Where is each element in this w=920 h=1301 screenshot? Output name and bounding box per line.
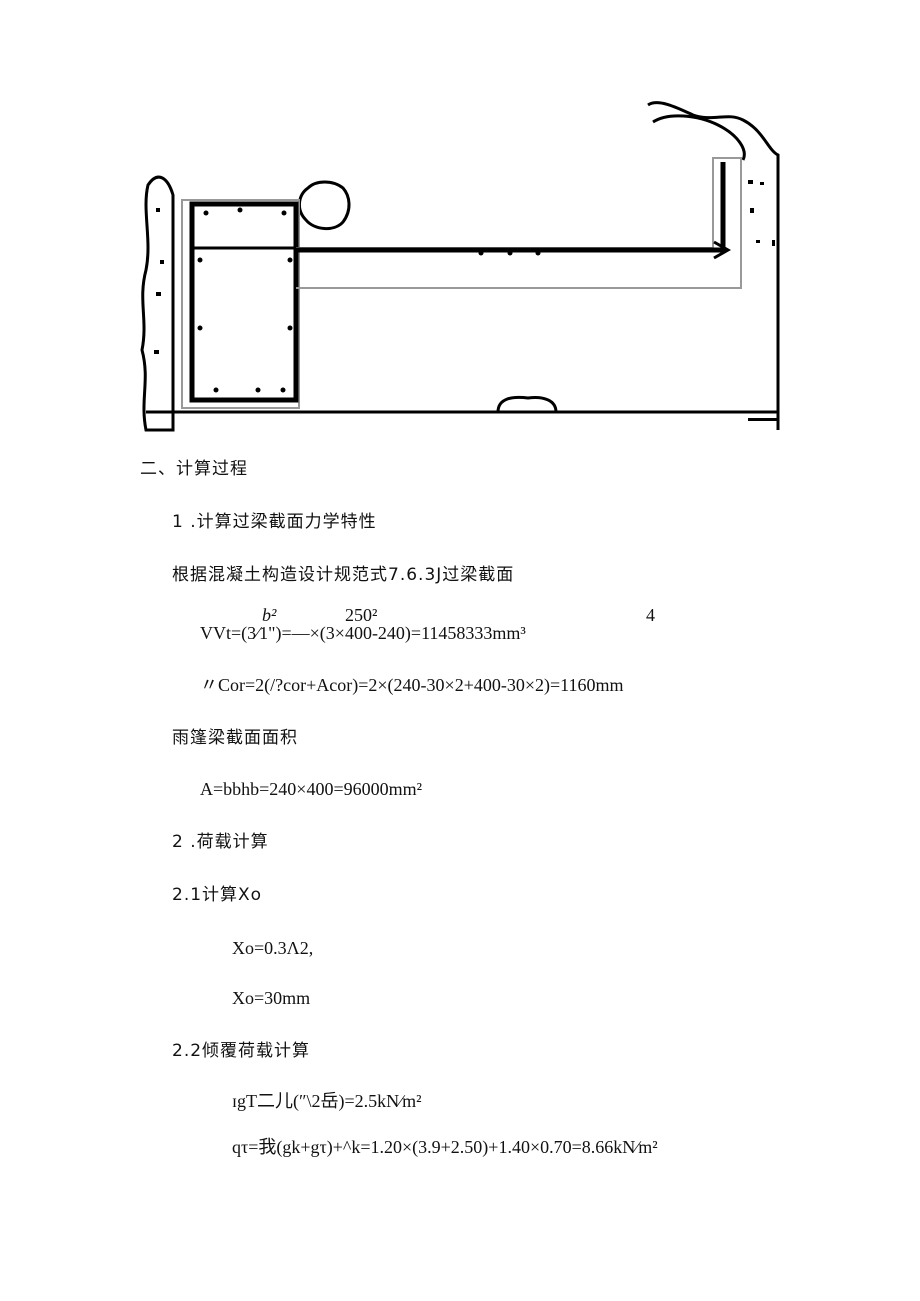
right-edge-marks bbox=[154, 180, 778, 421]
canopy-slab-outline bbox=[296, 157, 742, 289]
area-label: 雨篷梁截面面积 bbox=[172, 728, 298, 748]
sub2-line1: ɪgT二儿(″\2岳)=2.5kN∕m² bbox=[232, 1091, 422, 1111]
left-wall-outline bbox=[140, 175, 175, 432]
column-outline bbox=[181, 199, 300, 409]
wt-b2-label: b² bbox=[262, 605, 277, 625]
bottom-bump bbox=[496, 395, 558, 413]
item1-intro: 根据混凝土构造设计规范式7.6.3J过梁截面 bbox=[172, 565, 515, 585]
area-formula: A=bbhb=240×400=96000mm² bbox=[200, 779, 423, 799]
section-heading: 二、计算过程 bbox=[140, 459, 248, 479]
slab-rebar-dots bbox=[478, 250, 541, 256]
wt-four-label: 4 bbox=[646, 605, 655, 625]
beam-rebar-dots bbox=[197, 207, 293, 393]
beam-section-drawing bbox=[140, 101, 780, 432]
upper-right-lid bbox=[652, 114, 746, 161]
canopy-main-rebar bbox=[296, 162, 726, 253]
beam-section-figure bbox=[138, 100, 783, 440]
ucor-formula: 〃Cor=2(/?cor+Acor)=2×(240-30×2+400-30×2)… bbox=[200, 675, 624, 695]
sub2-line2: qτ=我(gk+gτ)+^k=1.20×(3.9+2.50)+1.40×0.70… bbox=[232, 1137, 658, 1157]
item1-title: 1 .计算过梁截面力学特性 bbox=[172, 512, 377, 532]
beam-section bbox=[189, 201, 299, 403]
top-blob bbox=[298, 180, 351, 230]
item2-title: 2 .荷载计算 bbox=[172, 832, 269, 852]
sub1-line1: Xo=0.3Λ2, bbox=[232, 938, 314, 958]
sub1-line2: Xo=30mm bbox=[232, 988, 311, 1008]
sub1-title: 2.1计算Xo bbox=[172, 885, 263, 905]
wt-formula: VVt=(3⁄1")=—×(3×400-240)=11458333mm³ bbox=[200, 623, 526, 643]
top-right-outline bbox=[647, 101, 780, 430]
rebar-arrowhead bbox=[713, 240, 732, 260]
sub2-title: 2.2倾覆荷载计算 bbox=[172, 1041, 311, 1061]
wt-250-label: 250² bbox=[345, 605, 378, 625]
